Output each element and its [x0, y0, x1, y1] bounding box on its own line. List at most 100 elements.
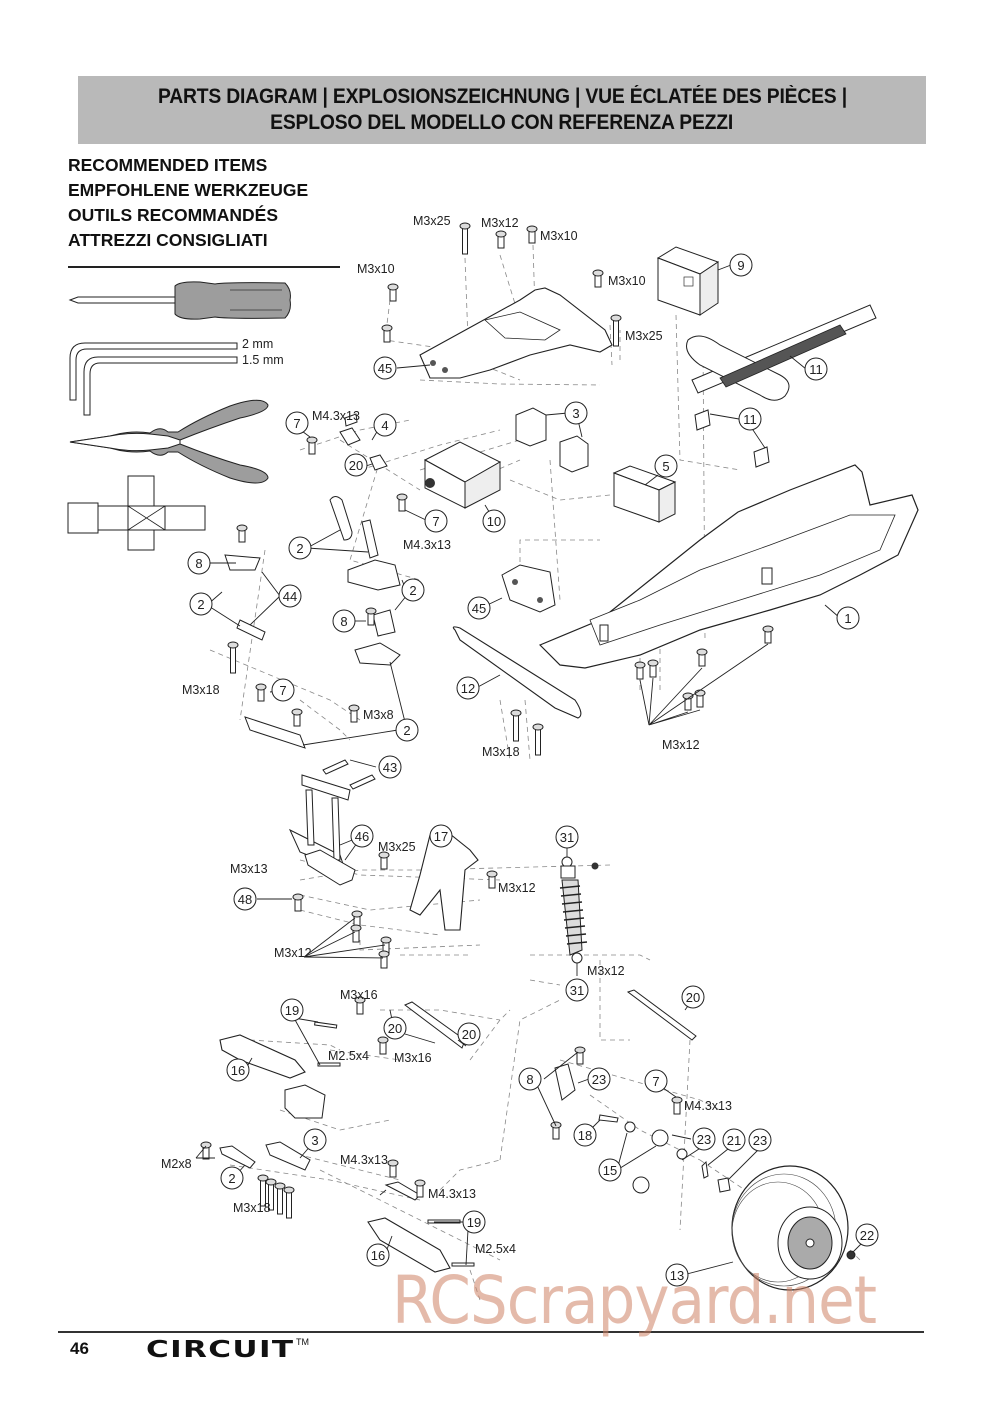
part-3-servo-mount	[515, 407, 589, 473]
callout-number: 7	[293, 416, 300, 431]
callout-1: 1	[836, 606, 860, 630]
label-m3x12: M3x12	[498, 881, 536, 895]
callout-circle	[738, 407, 762, 431]
callout-17: 17	[429, 824, 453, 848]
callout-21: 21	[722, 1128, 746, 1152]
callout-20: 20	[681, 985, 705, 1009]
screw-m3x18	[283, 1186, 295, 1219]
callout-number: 1	[844, 611, 851, 626]
callout-number: 46	[355, 829, 369, 844]
label-m4-3x13: M4.3x13	[312, 409, 360, 423]
callout-circle	[565, 978, 589, 1002]
callout-circle	[457, 1022, 481, 1046]
label-m3x25: M3x25	[413, 214, 451, 228]
callout-circle	[462, 1210, 486, 1234]
label-m4-3x13: M4.3x13	[684, 1099, 732, 1113]
screw-m3x16	[377, 1036, 389, 1055]
callout-number: 5	[662, 459, 669, 474]
screw-m3x18	[532, 723, 544, 756]
screw-part-8	[550, 1121, 562, 1140]
callout-8: 8	[332, 609, 356, 633]
part-43-body-clips	[322, 759, 376, 790]
label-m2-5x4: M2.5x4	[475, 1242, 516, 1256]
callout-number: 31	[570, 983, 584, 998]
callout-7: 7	[285, 411, 309, 435]
screw-m3x18	[274, 1182, 286, 1215]
title-line-2: ESPLOSO DEL MODELLO CON REFERENZA PEZZI	[270, 111, 734, 134]
screw-m3x18	[227, 641, 239, 674]
callout-2: 2	[220, 1166, 244, 1190]
callout-number: 16	[231, 1063, 245, 1078]
callout-circle	[555, 825, 579, 849]
recommended-heading-it: ATTREZZI CONSIGLIATI	[68, 230, 268, 250]
pliers-icon	[69, 399, 269, 484]
title-banner: PARTS DIAGRAM | EXPLOSIONSZEICHNUNG | VU…	[78, 76, 926, 144]
screw-m3x10	[387, 283, 399, 302]
screw-m3x10	[592, 269, 604, 288]
callout-number: 23	[592, 1072, 606, 1087]
callout-number: 11	[743, 412, 757, 427]
screw-m3x10	[526, 225, 538, 244]
callout-circle	[233, 887, 257, 911]
callout-number: 19	[285, 1003, 299, 1018]
callout-18: 18	[573, 1123, 597, 1147]
callout-circle	[644, 1069, 668, 1093]
callout-number: 3	[311, 1133, 318, 1148]
callout-circle	[482, 509, 506, 533]
part-callouts: 1222223345777788891011111213151616171819…	[187, 253, 879, 1287]
callout-circle	[373, 356, 397, 380]
callout-number: 12	[461, 681, 475, 696]
screw-m3x12	[762, 625, 774, 644]
callout-number: 48	[238, 892, 252, 907]
page-number: 46	[70, 1339, 89, 1358]
part-3-hinge-block	[265, 1141, 311, 1171]
watermark: RCScrapyard.net	[392, 1262, 877, 1339]
callout-number: 8	[526, 1072, 533, 1087]
brand-logo: CIRCUIT	[146, 1337, 295, 1363]
callout-23: 23	[692, 1127, 716, 1151]
callout-number: 45	[378, 361, 392, 376]
part-1-chassis	[538, 464, 919, 669]
callout-circle	[378, 755, 402, 779]
callout-number: 11	[809, 362, 823, 377]
callout-19: 19	[280, 998, 304, 1022]
recommended-heading-de: EMPFOHLENE WERKZEUGE	[68, 180, 309, 200]
hex-size-2mm: 2 mm	[242, 337, 273, 351]
screw-m3x12	[486, 870, 498, 889]
callout-circle	[344, 453, 368, 477]
screw-m3x10	[381, 324, 393, 343]
callout-circle	[424, 509, 448, 533]
screw-m4-3x13	[414, 1179, 426, 1198]
callout-45: 45	[467, 596, 491, 620]
part-31-shock	[559, 856, 599, 964]
screw-labels: M3x25 M3x12 M3x10 M3x10 M3x10 M3x25 M4.3…	[161, 214, 732, 1256]
callout-number: 2	[403, 723, 410, 738]
callout-number: 2	[409, 583, 416, 598]
callout-12: 12	[456, 676, 480, 700]
callout-46: 46	[350, 824, 374, 848]
callout-16: 16	[226, 1058, 250, 1082]
callout-circle	[729, 253, 753, 277]
callout-circle	[226, 1058, 250, 1082]
callout-20: 20	[344, 453, 368, 477]
callout-23: 23	[748, 1128, 772, 1152]
callout-8: 8	[518, 1067, 542, 1091]
screw-m4-3x13	[306, 436, 318, 455]
callout-number: 7	[432, 514, 439, 529]
part-5-battery	[612, 465, 677, 523]
callout-circle	[564, 401, 588, 425]
callout-circle	[401, 578, 425, 602]
part-46-body-mount	[304, 849, 356, 886]
callout-23: 23	[587, 1067, 611, 1091]
callout-number: 31	[560, 830, 574, 845]
callout-number: 9	[737, 258, 744, 273]
callout-9: 9	[729, 253, 753, 277]
callout-number: 45	[472, 601, 486, 616]
callout-13: 13	[665, 1263, 689, 1287]
callout-2: 2	[288, 536, 312, 560]
callout-circle	[332, 609, 356, 633]
part-12-bumper	[452, 626, 582, 719]
callout-number: 13	[670, 1268, 684, 1283]
part-11-wing-plate	[686, 304, 877, 468]
